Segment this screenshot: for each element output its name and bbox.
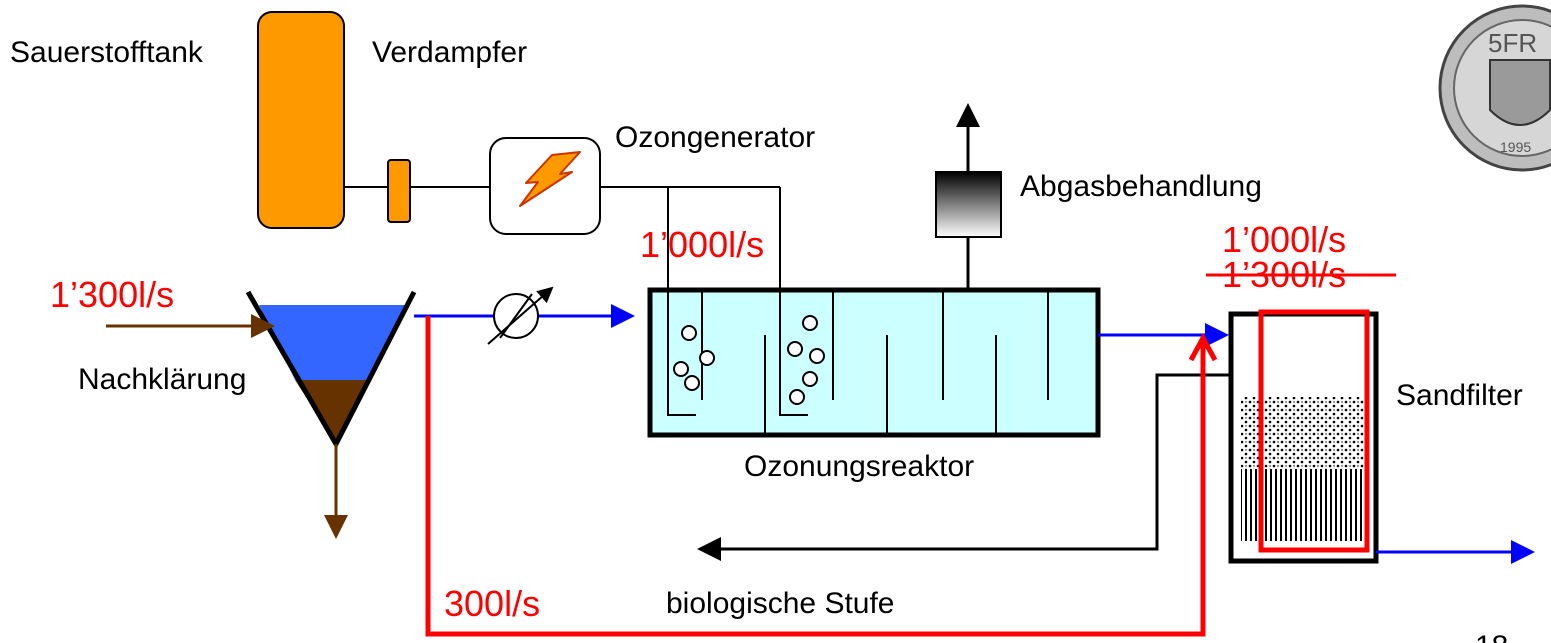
swiss-franc-coin-icon: 5FR 1995 [1438, 4, 1551, 172]
filter-flow-new-label: 1’000l/s [1222, 219, 1346, 260]
oxygen-tank [257, 11, 345, 229]
reactor-flow-label: 1’000l/s [640, 224, 764, 265]
bypass-flow-label: 300l/s [444, 583, 540, 624]
bypass-line [425, 316, 1206, 637]
clarifier-water [259, 305, 410, 380]
offgas-treatment-unit [935, 171, 1002, 238]
svg-text:5FR: 5FR [1488, 28, 1537, 58]
filter-highlight [1258, 309, 1370, 553]
offgas-treatment-label: Abgasbehandlung [1020, 170, 1262, 203]
reactor-baffles [701, 290, 1049, 435]
sand-filter-label: Sandfilter [1396, 379, 1523, 412]
ozonation-reactor-label: Ozonungsreaktor [744, 450, 974, 483]
oxygen-tank-label: Sauerstofftank [10, 36, 204, 69]
biological-stage-label: biologische Stufe [666, 587, 895, 620]
evaporator [387, 159, 411, 223]
evaporator-label: Verdampfer [372, 36, 527, 69]
valve-adjust-arrow [487, 286, 554, 345]
diffuser-2 [779, 198, 808, 416]
ozone-bubbles [673, 315, 825, 405]
page-number: 18 [1475, 630, 1508, 643]
ozone-generator-label: Ozongenerator [615, 121, 815, 154]
clarifier-sludge [295, 380, 369, 444]
biological-stage-line [697, 373, 1230, 561]
secondary-clarifier-label: Nachklärung [78, 363, 246, 396]
diffuser-1 [667, 198, 696, 416]
bypass-arrowhead [1188, 332, 1218, 362]
lightning-icon [519, 151, 581, 207]
svg-text:1995: 1995 [1500, 139, 1531, 155]
valve-slash [499, 293, 533, 339]
inflow-label: 1’300l/s [50, 274, 174, 315]
ozonation-reactor [647, 287, 1101, 438]
